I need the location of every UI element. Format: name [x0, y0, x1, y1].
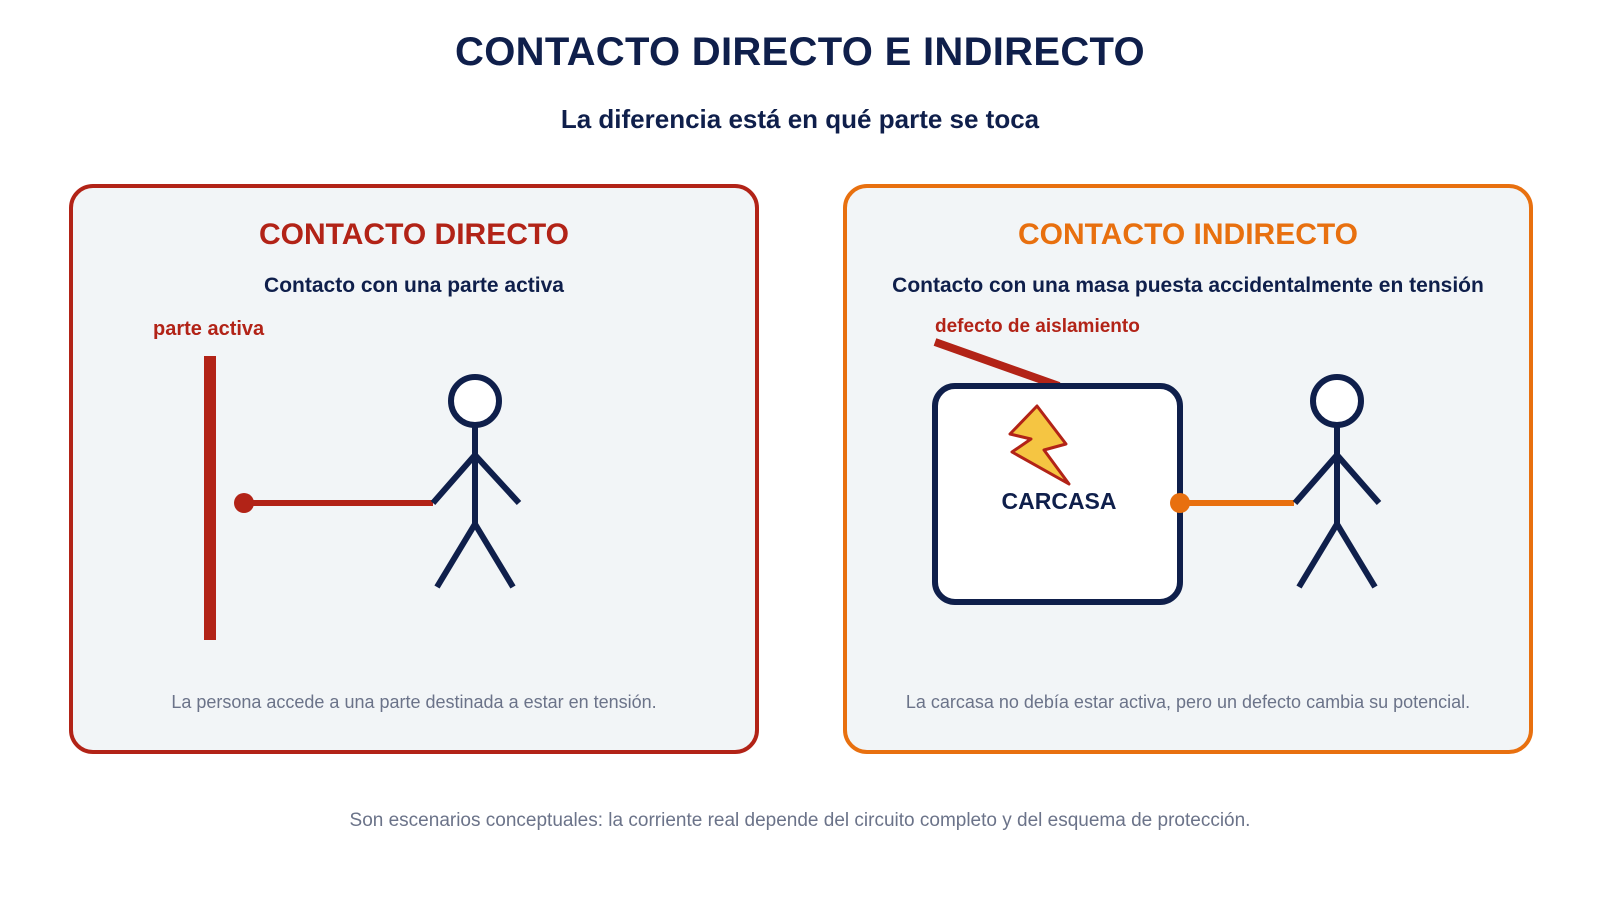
live-part-bar [204, 356, 216, 640]
direct-contact-panel: CONTACTO DIRECTO Contacto con una parte … [69, 184, 759, 754]
indirect-panel-title: CONTACTO INDIRECTO [1017, 218, 1358, 251]
lightning-bolt-icon [1008, 404, 1071, 486]
fault-wire [933, 338, 1061, 390]
direct-panel-subtitle: Contacto con una parte activa [264, 274, 564, 297]
stick-figure-icon [1292, 374, 1382, 589]
indirect-panel-description: La carcasa no debía estar activa, pero u… [905, 692, 1471, 712]
direct-panel-description: La persona accede a una parte destinada … [171, 692, 657, 712]
indirect-contact-scene [932, 338, 1382, 605]
live-part-label: parte activa [153, 318, 265, 340]
footer-note: Son escenarios conceptuales: la corrient… [349, 810, 1251, 831]
indirect-panel-subtitle: Contacto con una masa puesta accidentalm… [892, 274, 1484, 297]
housing-label: CARCASA [1001, 488, 1117, 514]
direct-contact-scene [204, 356, 522, 640]
direct-contact-point [234, 493, 254, 513]
indirect-contact-panel: CONTACTO INDIRECTO Contacto con una masa… [843, 184, 1533, 754]
indirect-contact-point [1170, 493, 1190, 513]
main-subtitle: La diferencia está en qué parte se toca [560, 104, 1040, 134]
insulation-fault-label: defecto de aislamiento [935, 316, 1140, 337]
direct-panel-title: CONTACTO DIRECTO [258, 218, 569, 251]
main-title: CONTACTO DIRECTO E INDIRECTO [455, 30, 1145, 74]
stick-figure-icon [430, 374, 522, 589]
